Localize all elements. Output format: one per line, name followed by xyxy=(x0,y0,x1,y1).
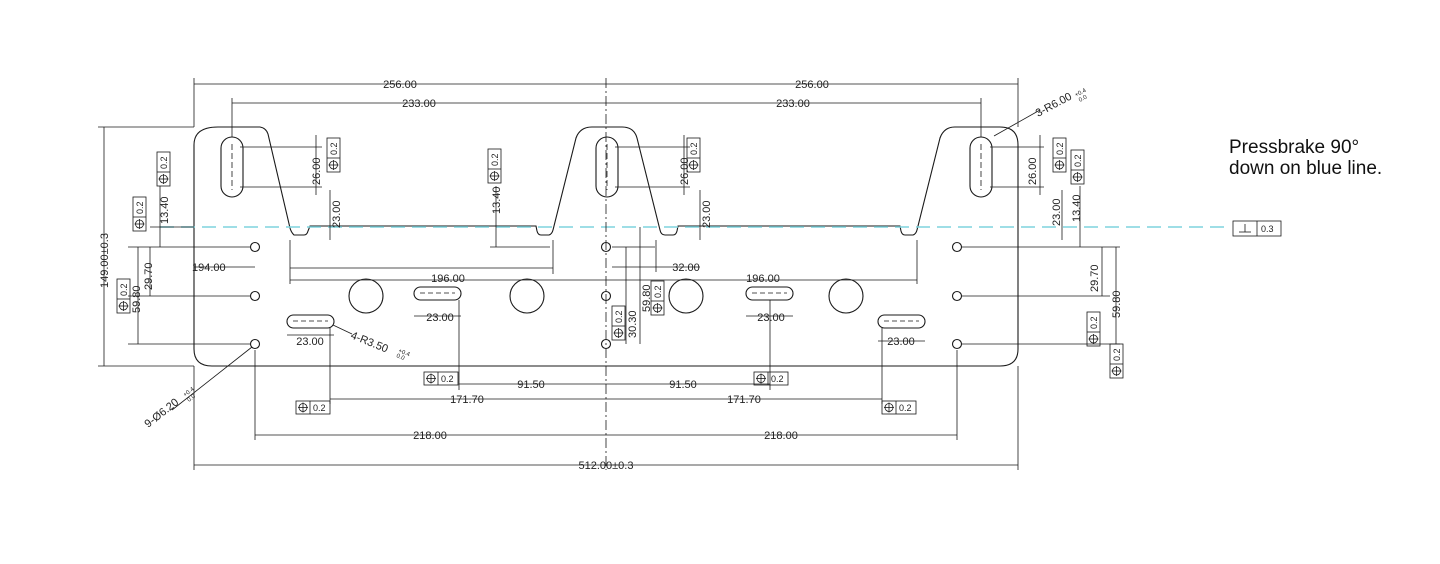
svg-text:0.2: 0.2 xyxy=(441,374,454,384)
tab-slot-center xyxy=(595,136,619,198)
pressbrake-note: Pressbrake 90° down on blue line. xyxy=(1229,137,1382,179)
svg-text:0.0: 0.0 xyxy=(187,393,198,403)
svg-text:59.80: 59.80 xyxy=(131,285,143,313)
dim-256-left: 256.00 xyxy=(383,79,417,91)
svg-text:26.00: 26.00 xyxy=(679,157,691,185)
large-hole-1 xyxy=(348,278,384,314)
dim-r6: 3-R6.00 xyxy=(1034,91,1074,120)
large-hole-3 xyxy=(668,278,704,314)
tolerance-frames-h: 0.2 0.2 0.2 0.2 xyxy=(295,371,917,415)
svg-text:13.40: 13.40 xyxy=(1071,194,1083,222)
note-line-1: Pressbrake 90° xyxy=(1229,137,1360,158)
svg-text:0.2: 0.2 xyxy=(689,142,699,155)
svg-text:0.2: 0.2 xyxy=(1073,154,1083,167)
svg-text:29.70: 29.70 xyxy=(1089,264,1101,292)
svg-text:23.00: 23.00 xyxy=(426,312,454,324)
svg-text:23.00: 23.00 xyxy=(757,312,785,324)
svg-text:23.00: 23.00 xyxy=(887,336,915,348)
svg-text:0.2: 0.2 xyxy=(653,285,663,298)
svg-text:196.00: 196.00 xyxy=(746,273,780,285)
dim-233-right: 233.00 xyxy=(776,98,810,110)
svg-text:30.30: 30.30 xyxy=(627,310,639,338)
svg-text:26.00: 26.00 xyxy=(1027,157,1039,185)
svg-text:23.00: 23.00 xyxy=(701,200,713,228)
svg-text:59.80: 59.80 xyxy=(1111,290,1123,318)
note-line-2: down on blue line. xyxy=(1229,158,1383,179)
large-hole-4 xyxy=(828,278,864,314)
svg-text:91.50: 91.50 xyxy=(669,379,697,391)
svg-text:4-R3.50: 4-R3.50 xyxy=(349,330,390,356)
svg-text:196.00: 196.00 xyxy=(431,273,465,285)
svg-text:0.2: 0.2 xyxy=(1089,316,1099,329)
dim-256-right: 256.00 xyxy=(795,79,829,91)
svg-text:0.2: 0.2 xyxy=(614,310,624,323)
svg-text:26.00: 26.00 xyxy=(311,157,323,185)
small-holes xyxy=(249,241,963,350)
svg-text:171.70: 171.70 xyxy=(450,394,484,406)
perpendicularity-frame: 0.3 xyxy=(1232,220,1282,237)
svg-text:+0.4: +0.4 xyxy=(1074,88,1088,99)
horizontal-slots xyxy=(286,286,926,329)
svg-text:218.00: 218.00 xyxy=(764,430,798,442)
svg-text:0.0: 0.0 xyxy=(395,353,406,362)
svg-text:23.00: 23.00 xyxy=(1051,198,1063,226)
svg-text:32.00: 32.00 xyxy=(672,262,700,274)
part-outline xyxy=(193,126,1019,367)
svg-text:59.80: 59.80 xyxy=(641,284,653,312)
svg-text:194.00: 194.00 xyxy=(192,262,226,274)
dim-233-left: 233.00 xyxy=(402,98,436,110)
svg-text:0.2: 0.2 xyxy=(1055,142,1065,155)
svg-text:0.2: 0.2 xyxy=(119,283,129,296)
svg-text:0.2: 0.2 xyxy=(899,403,912,413)
svg-text:13.40: 13.40 xyxy=(159,196,171,224)
svg-text:+0.4: +0.4 xyxy=(397,348,411,358)
svg-text:0.2: 0.2 xyxy=(135,201,145,214)
svg-text:0.2: 0.2 xyxy=(1112,348,1122,361)
svg-text:0.2: 0.2 xyxy=(490,153,500,166)
large-hole-2 xyxy=(509,278,545,314)
svg-text:218.00: 218.00 xyxy=(413,430,447,442)
svg-text:171.70: 171.70 xyxy=(727,394,761,406)
svg-text:0.2: 0.2 xyxy=(313,403,326,413)
svg-text:29.70: 29.70 xyxy=(143,262,155,290)
dim-149: 149.00±0.3 xyxy=(99,233,111,288)
svg-text:0.2: 0.2 xyxy=(329,142,339,155)
svg-text:13.40: 13.40 xyxy=(491,186,503,214)
svg-text:0.2: 0.2 xyxy=(159,156,169,169)
svg-text:0.3: 0.3 xyxy=(1261,224,1274,234)
svg-text:0.2: 0.2 xyxy=(771,374,784,384)
svg-text:0.0: 0.0 xyxy=(1078,94,1089,104)
svg-text:91.50: 91.50 xyxy=(517,379,545,391)
dim-overall: 512.00±0.3 xyxy=(579,460,634,472)
svg-text:23.00: 23.00 xyxy=(296,336,324,348)
svg-text:23.00: 23.00 xyxy=(331,200,343,228)
dim-hole-dia: 9-Ø6.20 xyxy=(142,396,181,430)
tolerance-frames-v: 0.2 0.2 0.2 0.2 0.2 0.2 xyxy=(116,137,1124,379)
